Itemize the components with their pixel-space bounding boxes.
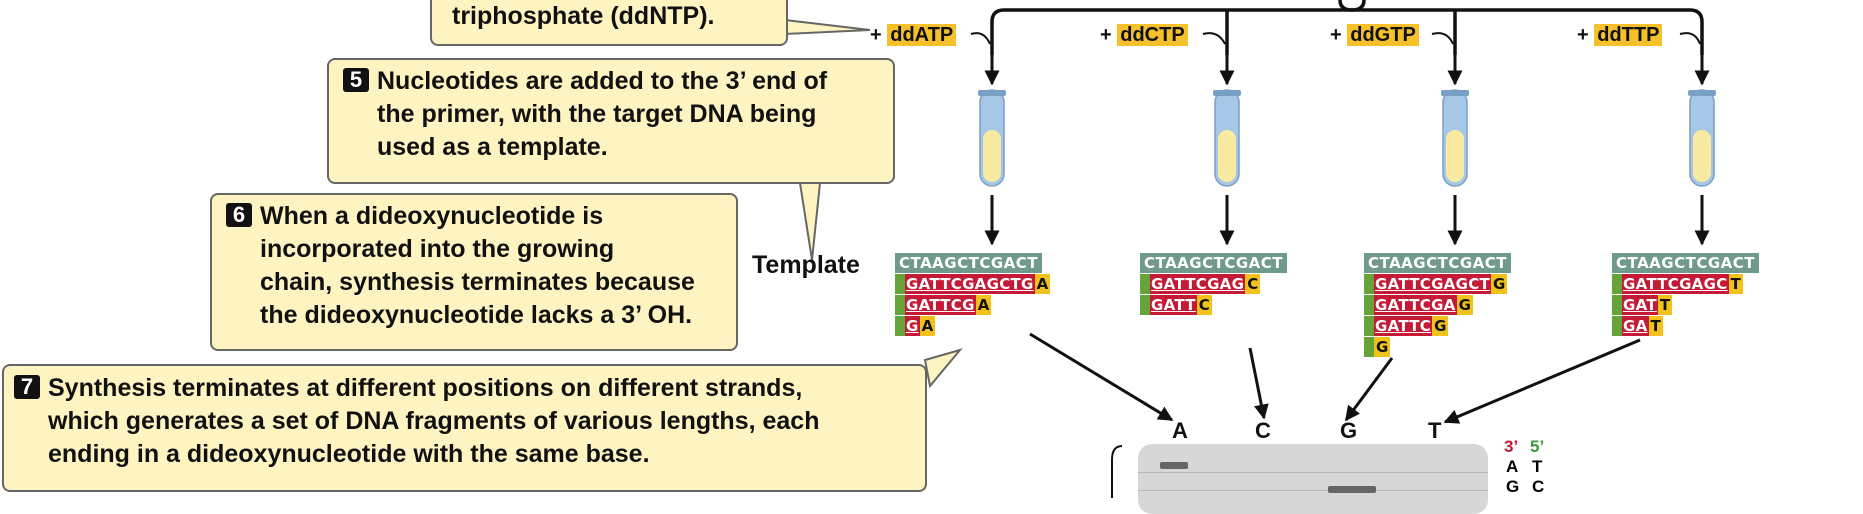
step-6-number-badge: 6: [226, 203, 252, 227]
arrow-layer: [784, 0, 1716, 498]
tube-c: [1213, 89, 1241, 187]
readout-row-1-left: A: [1506, 457, 1519, 476]
callout-step-5-line-3: used as a template.: [377, 133, 608, 161]
ddatp-highlight: ddATP: [887, 24, 957, 46]
gel-band-g: [1328, 486, 1376, 493]
template-strand: CTAAGCTCGACT: [895, 253, 1050, 273]
reaction-label-ddgtp: + ddGTP: [1330, 23, 1419, 47]
callout-step-4-text: triphosphate (ddNTP).: [452, 2, 715, 30]
tube-a: [978, 89, 1006, 187]
ddttp-highlight: ddTTP: [1594, 24, 1663, 46]
distribution-bracket: [990, 0, 1704, 55]
lane-label-g: G: [1340, 418, 1358, 443]
callout-step-4: triphosphate (ddNTP).: [430, 0, 788, 46]
callout-step-5-line-2: the primer, with the target DNA being: [377, 100, 817, 128]
tube-g: [1441, 89, 1469, 187]
readout-row-2-right: C: [1532, 477, 1545, 496]
readout-row-2-left: G: [1506, 477, 1520, 496]
readout-header-5prime: 5’: [1530, 437, 1545, 456]
gel-arrows: [1029, 332, 1641, 424]
test-tubes: [978, 89, 1716, 187]
ddgtp-highlight: ddGTP: [1347, 24, 1419, 46]
template-strand: CTAAGCTCGACT: [1612, 253, 1760, 273]
gel-band-a: [1160, 462, 1188, 469]
reaction-label-ddatp: + ddATP: [870, 23, 957, 47]
fragment-row: G: [1364, 337, 1511, 357]
gel-line: [1138, 490, 1488, 491]
reaction-label-ddctp: + ddCTP: [1100, 23, 1188, 47]
lane-label-a: A: [1172, 418, 1188, 443]
gel-bracket: [1111, 445, 1123, 498]
lane-label-c: C: [1255, 418, 1271, 443]
tube-t: [1688, 89, 1716, 187]
gel: [1138, 444, 1488, 514]
step-5-number-badge: 5: [343, 68, 369, 92]
callout-step-6-line-2: incorporated into the growing: [260, 235, 615, 263]
callout-step-6-line-3: chain, synthesis terminates because: [260, 268, 695, 296]
template-strand: CTAAGCTCGACT: [1364, 253, 1512, 273]
fragment-arrows: [984, 195, 1710, 246]
callout-step-6-line-4: the dideoxynucleotide lacks a 3’ OH.: [260, 301, 693, 329]
template-label: Template: [752, 251, 860, 279]
reaction-label-ddttp: + ddTTP: [1577, 23, 1663, 47]
ddntp-curl-arrows: [970, 32, 1701, 45]
step-7-number-badge: 7: [14, 375, 40, 399]
ddctp-highlight: ddCTP: [1117, 24, 1188, 46]
callout-tails: [784, 18, 963, 389]
tube-arrows: [984, 55, 1710, 86]
lane-label-t: T: [1428, 418, 1442, 443]
template-strand: CTAAGCTCGACT: [1140, 253, 1288, 273]
gel-line: [1138, 472, 1488, 473]
callout-step-7-line-3: ending in a dideoxynucleotide with the s…: [48, 440, 650, 468]
readout-row-1-right: T: [1532, 457, 1543, 476]
readout-header-3prime: 3’: [1504, 437, 1519, 456]
callout-step-7-line-2: which generates a set of DNA fragments o…: [48, 407, 820, 435]
